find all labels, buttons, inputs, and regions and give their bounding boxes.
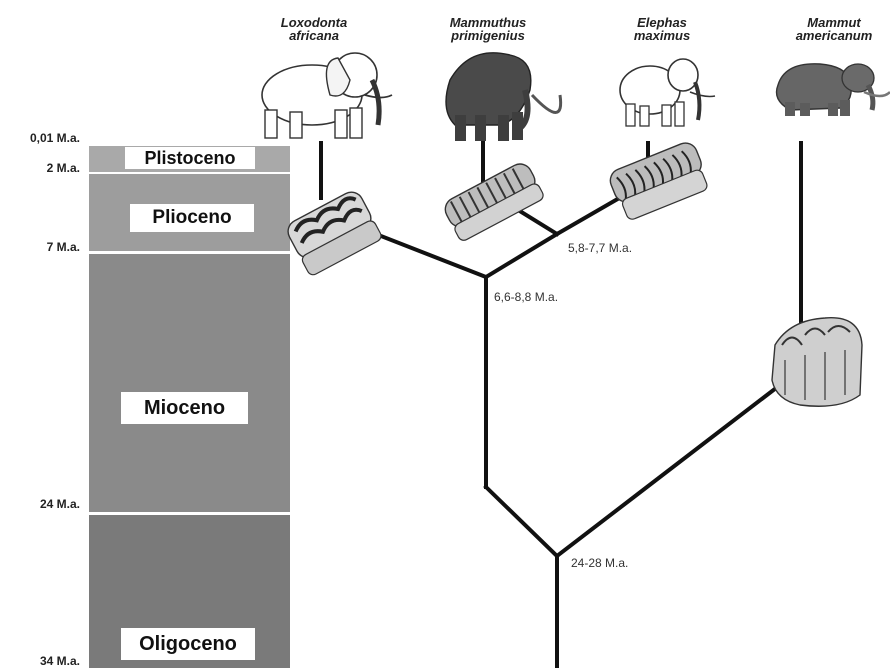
species-elephas: Elephas maximus bbox=[592, 16, 732, 42]
mammut-molar-icon bbox=[772, 318, 862, 407]
branch-elephas-lower bbox=[557, 193, 628, 234]
mammuthus-molar-icon bbox=[441, 160, 545, 243]
species-mammuthus: Mammuthus primigenius bbox=[418, 16, 558, 42]
species-epithet: africana bbox=[244, 29, 384, 42]
branch-mammut-lower bbox=[557, 385, 780, 556]
divergence-label-loxodonta: 6,6-8,8 M.a. bbox=[494, 290, 558, 304]
loxodonta-molar-icon bbox=[284, 188, 383, 277]
elephas-molar-icon bbox=[607, 139, 712, 222]
asian-elephant-icon bbox=[620, 59, 715, 126]
elephant-africa-icon bbox=[262, 53, 392, 138]
species-epithet: primigenius bbox=[418, 29, 558, 42]
species-loxodonta: Loxodonta africana bbox=[244, 16, 384, 42]
divergence-label-elephas-mammuthus: 5,8-7,7 M.a. bbox=[568, 241, 632, 255]
species-epithet: americanum bbox=[764, 29, 890, 42]
mastodon-icon bbox=[777, 64, 890, 116]
branch-elephantid-stem bbox=[486, 234, 557, 277]
divergence-label-mammut: 24-28 M.a. bbox=[571, 556, 628, 570]
species-epithet: maximus bbox=[592, 29, 732, 42]
woolly-mammoth-icon bbox=[446, 53, 561, 141]
branch-elephantidae-base bbox=[486, 487, 557, 556]
species-mammut: Mammut americanum bbox=[764, 16, 890, 42]
